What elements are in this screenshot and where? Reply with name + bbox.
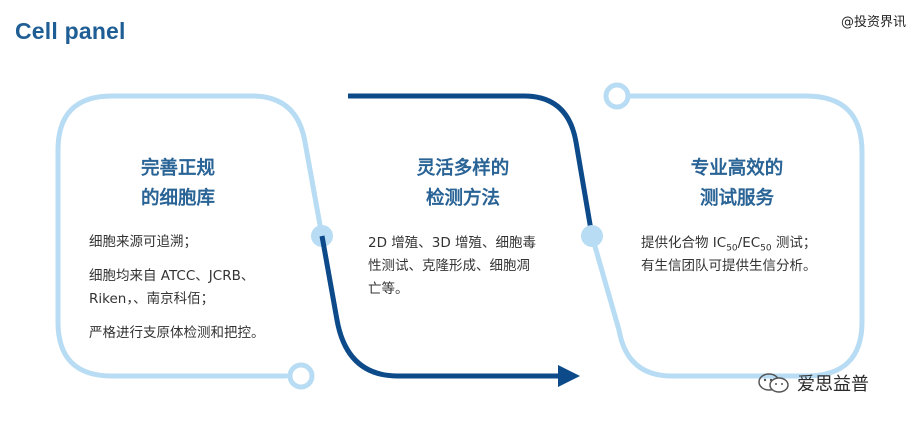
arrow-head	[558, 365, 580, 387]
card-1-heading: 完善正规 的细胞库	[108, 154, 248, 214]
card-3-node-top	[603, 82, 631, 110]
card-3-subscript: 50	[760, 243, 772, 254]
card-2-body-line: 亡等。	[368, 281, 409, 297]
card-1-heading-line2: 的细胞库	[140, 188, 215, 209]
card-2-body-line: 性测试、克隆形成、细胞凋	[368, 258, 530, 274]
wechat-icon	[758, 373, 789, 393]
card-3-heading-line1: 专业高效的	[690, 158, 784, 179]
card-1-heading-line1: 完善正规	[140, 158, 215, 179]
card-2-bottom-path	[319, 235, 566, 379]
card-3-body-line: 提供化合物 IC50/EC50 测试；	[641, 233, 816, 260]
card-1-frame	[55, 93, 325, 379]
card-1-node-bottom	[287, 362, 315, 390]
card-2-heading-line2: 检测方法	[425, 188, 500, 209]
card-1-body-line: 严格进行支原体检测和把控。	[89, 325, 265, 341]
card-3-heading-line2: 测试服务	[699, 188, 774, 209]
watermark-top: @投资界讯	[840, 15, 906, 30]
card-2-top-path	[348, 93, 595, 237]
card-1-body-line: 细胞来源可追溯；	[89, 234, 197, 250]
card-2-heading: 灵活多样的 检测方法	[388, 154, 538, 214]
card-3-subscript: 50	[726, 243, 738, 254]
watermark-bottom: 爱思益普	[757, 370, 869, 396]
card-3-body-line: 有生信团队可提供生信分析。	[641, 258, 817, 274]
card-2-body-line: 2D 增殖、3D 增殖、细胞毒	[368, 235, 537, 251]
card-3-node-left	[581, 225, 603, 247]
card-3-body-text: 测试；	[771, 235, 817, 251]
card-2-heading-line1: 灵活多样的	[416, 158, 510, 179]
card-3-body-text: 提供化合物 IC	[641, 235, 727, 251]
page-title: Cell panel	[15, 18, 126, 44]
card-3-heading: 专业高效的 测试服务	[662, 154, 812, 214]
card-3-frame	[589, 93, 865, 379]
card-1-body-line: Riken，、南京科佰；	[89, 291, 215, 307]
card-1-body-line: 细胞均来自 ATCC、JCRB、	[89, 268, 255, 284]
card-3-body-text: /EC	[737, 235, 761, 251]
watermark-bottom-text: 爱思益普	[797, 374, 869, 395]
